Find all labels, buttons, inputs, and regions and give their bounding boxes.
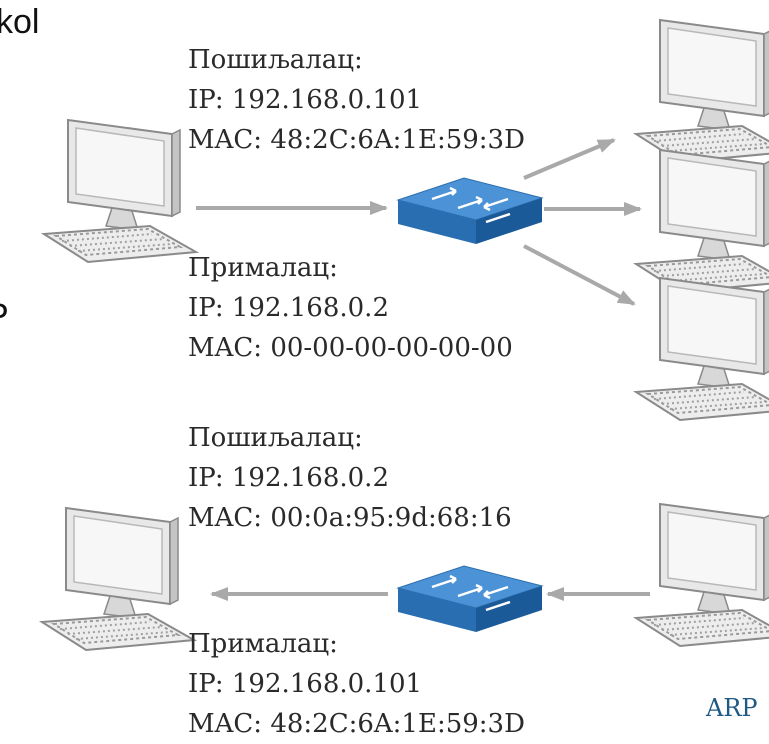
network-switch-icon — [396, 176, 544, 246]
request-sender-label: Пошиљалац: IP: 192.168.0.101 MAC: 48:2C:… — [188, 40, 525, 160]
sender-heading: Пошиљалац: — [188, 423, 363, 453]
receiver-ip: IP: 192.168.0.101 — [188, 669, 423, 699]
requester-computer-icon — [41, 507, 195, 651]
network-switch-icon — [396, 564, 544, 634]
sender-mac: MAC: 00:0a:95:9d:68:16 — [188, 503, 512, 533]
receiver-computer-icon — [635, 19, 769, 163]
arrow-to-computer — [523, 138, 616, 180]
receiver-computer-icon — [635, 277, 769, 421]
sender-computer-icon — [43, 119, 197, 263]
request-receiver-label: Прималац: IP: 192.168.0.2 MAC: 00-00-00-… — [188, 248, 513, 368]
sender-mac: MAC: 48:2C:6A:1E:59:3D — [188, 125, 525, 155]
responder-computer-icon — [635, 503, 769, 647]
sender-heading: Пошиљалац: — [188, 45, 363, 75]
reply-sender-label: Пошиљалац: IP: 192.168.0.2 MAC: 00:0a:95… — [188, 418, 512, 538]
cropped-text-top: kol — [0, 3, 40, 41]
caption-label: ARP — [706, 694, 758, 722]
receiver-mac: MAC: 48:2C:6A:1E:59:3D — [188, 709, 525, 739]
receiver-heading: Прималац: — [188, 629, 338, 659]
receiver-heading: Прималац: — [188, 253, 338, 283]
sender-ip: IP: 192.168.0.101 — [188, 85, 423, 115]
reply-receiver-label: Прималац: IP: 192.168.0.101 MAC: 48:2C:6… — [188, 624, 525, 744]
receiver-mac: MAC: 00-00-00-00-00-00 — [188, 333, 513, 363]
receiver-computer-icon — [635, 149, 769, 293]
sender-ip: IP: 192.168.0.2 — [188, 463, 389, 493]
arrow-to-computer — [523, 244, 636, 306]
receiver-ip: IP: 192.168.0.2 — [188, 293, 389, 323]
cropped-text-middle: P — [0, 296, 9, 336]
